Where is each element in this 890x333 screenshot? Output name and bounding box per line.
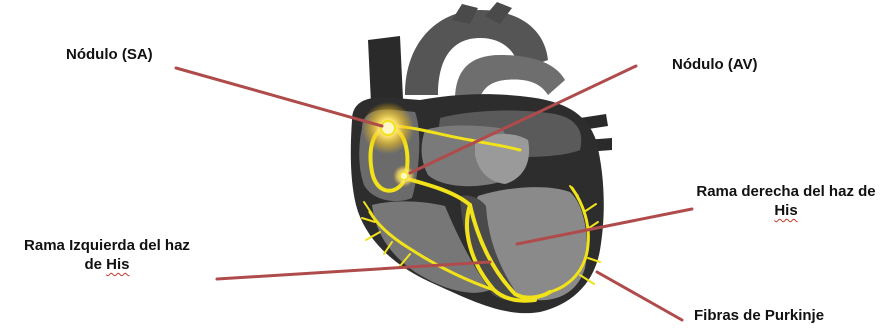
pointer-line-sa [176, 68, 382, 126]
label-right-bundle-line1: Rama derecha del haz de [692, 182, 880, 201]
label-purkinje: Fibras de Purkinje [694, 306, 824, 325]
label-av-node: Nódulo (AV) [672, 55, 758, 74]
sa-node [381, 121, 395, 135]
av-node [400, 172, 408, 180]
label-right-bundle: Rama derecha del haz de His [692, 182, 880, 220]
label-left-bundle-line1: Rama Izquierda del haz [12, 236, 202, 255]
pointer-line-purkinje [597, 272, 682, 320]
label-left-bundle-line2: de His [12, 255, 202, 274]
label-left-bundle-prefix: de [84, 256, 106, 273]
label-left-bundle: Rama Izquierda del haz de His [12, 236, 202, 274]
label-sa-node: Nódulo (SA) [66, 45, 153, 64]
label-right-bundle-line2: His [692, 201, 880, 220]
label-left-bundle-his: His [106, 256, 129, 273]
label-right-bundle-his: His [774, 202, 797, 219]
